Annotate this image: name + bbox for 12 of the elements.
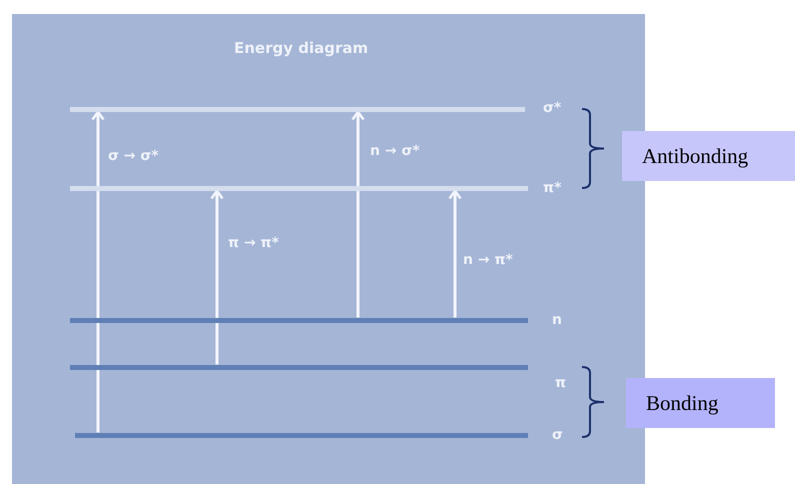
level-label: π*	[543, 180, 562, 196]
level-label: σ*	[543, 100, 562, 116]
category-label: Antibonding	[622, 131, 795, 181]
transition-arrow	[210, 190, 224, 364]
level-label: σ	[552, 427, 563, 443]
transition-arrow	[448, 190, 462, 318]
transition-arrow	[351, 110, 365, 318]
level-label: π	[555, 375, 566, 391]
category-label: Bonding	[626, 378, 775, 428]
diagram-title: Energy diagram	[234, 40, 368, 56]
level-label: n	[552, 312, 562, 328]
transition-arrow	[91, 110, 105, 432]
